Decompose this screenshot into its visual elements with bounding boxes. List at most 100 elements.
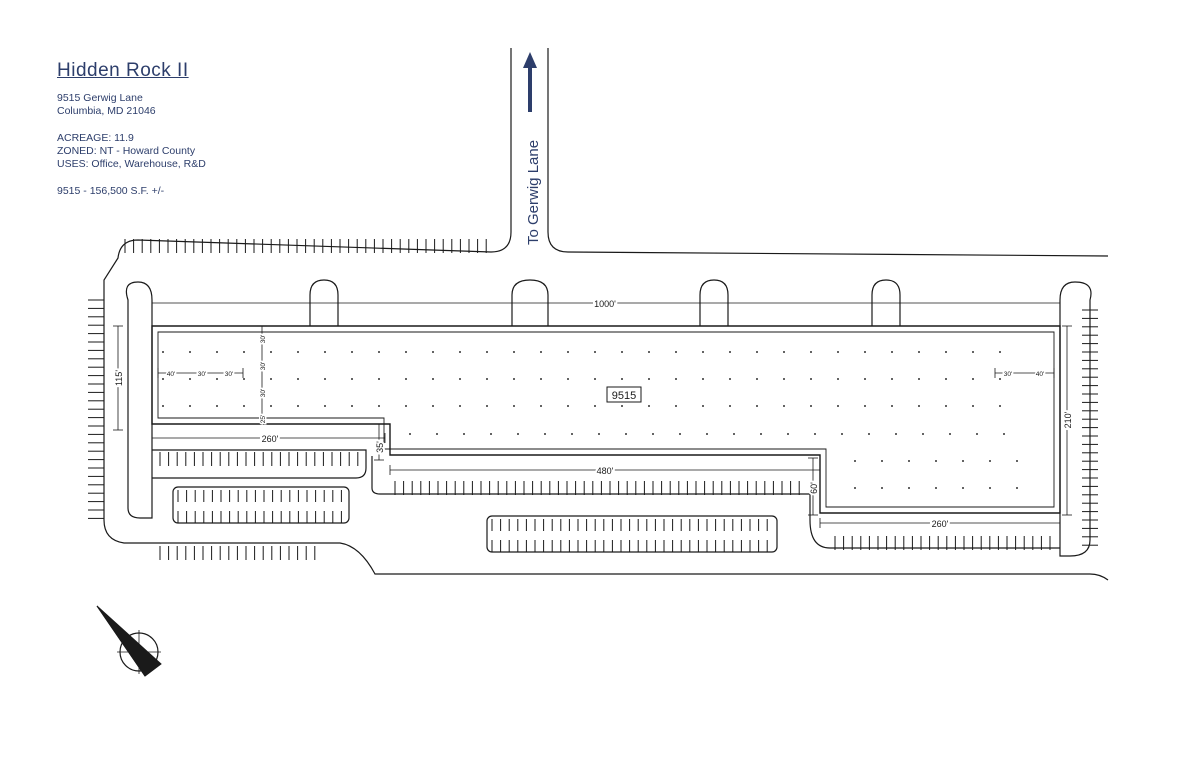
- column-dot: [189, 351, 191, 353]
- column-dot: [675, 405, 677, 407]
- bay-right-edge: 40': [1036, 371, 1044, 378]
- column-dot: [297, 378, 299, 380]
- column-dot: [837, 378, 839, 380]
- road-edge-right: [547, 48, 1109, 257]
- dim-lower-left-length: 260': [262, 434, 279, 444]
- column-dot: [648, 378, 650, 380]
- column-dot: [490, 433, 492, 435]
- column-dot: [540, 378, 542, 380]
- column-dot: [459, 351, 461, 353]
- column-dot: [945, 351, 947, 353]
- column-dot: [544, 433, 546, 435]
- loading-dock-1: [309, 279, 339, 326]
- building-label: 9515: [612, 390, 636, 402]
- bay-vert-2: 30': [260, 362, 267, 370]
- column-dot: [972, 351, 974, 353]
- parking-island-left: [172, 486, 350, 524]
- column-dot: [972, 405, 974, 407]
- column-dot: [378, 378, 380, 380]
- column-dot: [945, 405, 947, 407]
- dim-left-depth: 115': [114, 370, 124, 386]
- column-dot: [243, 405, 245, 407]
- bay-left-2: 30': [225, 371, 233, 378]
- column-dot: [463, 433, 465, 435]
- column-grid: [162, 351, 1018, 489]
- column-dot: [324, 378, 326, 380]
- column-dot: [756, 351, 758, 353]
- column-dot: [351, 405, 353, 407]
- column-dot: [598, 433, 600, 435]
- column-dot: [756, 378, 758, 380]
- column-dot: [621, 351, 623, 353]
- column-dot: [999, 351, 1001, 353]
- dim-right-depth: 210': [1063, 411, 1073, 428]
- building-label-box: [606, 386, 642, 403]
- parking-island-center: [486, 515, 778, 553]
- column-dot: [243, 378, 245, 380]
- column-dot: [432, 405, 434, 407]
- column-dot: [162, 405, 164, 407]
- column-dot: [216, 351, 218, 353]
- column-dot: [436, 433, 438, 435]
- column-dot: [733, 433, 735, 435]
- column-dot: [810, 405, 812, 407]
- column-dot: [513, 405, 515, 407]
- north-arrow-icon: [96, 605, 162, 677]
- column-dot: [594, 351, 596, 353]
- column-dot: [962, 460, 964, 462]
- bay-left-edge: 40': [167, 371, 175, 378]
- column-dot: [297, 405, 299, 407]
- column-dot: [868, 433, 870, 435]
- bay-right-1: 30': [1004, 371, 1012, 378]
- column-dot: [881, 460, 883, 462]
- column-dot: [243, 351, 245, 353]
- column-dot: [999, 378, 1001, 380]
- column-dot: [351, 351, 353, 353]
- column-dot: [270, 405, 272, 407]
- column-dot: [702, 378, 704, 380]
- address-line-1: 9515 Gerwig Lane: [57, 92, 143, 104]
- column-dot: [162, 378, 164, 380]
- column-dot: [351, 378, 353, 380]
- column-dot: [810, 378, 812, 380]
- column-dot: [854, 487, 856, 489]
- column-dot: [810, 351, 812, 353]
- column-dot: [652, 433, 654, 435]
- property-info: Hidden Rock II 9515 Gerwig Lane Columbia…: [57, 60, 206, 198]
- column-dot: [814, 433, 816, 435]
- column-dot: [729, 351, 731, 353]
- column-dot: [702, 405, 704, 407]
- column-dot: [486, 378, 488, 380]
- right-island: [1059, 281, 1092, 557]
- left-island: [125, 281, 153, 519]
- column-dot: [895, 433, 897, 435]
- column-dot: [432, 351, 434, 353]
- column-dot: [702, 351, 704, 353]
- column-dot: [864, 378, 866, 380]
- dimension-lines: [113, 298, 1072, 528]
- column-dot: [378, 405, 380, 407]
- column-dot: [540, 351, 542, 353]
- column-dot: [908, 487, 910, 489]
- column-dot: [405, 405, 407, 407]
- column-dot: [918, 405, 920, 407]
- column-dot: [216, 378, 218, 380]
- column-dot: [864, 405, 866, 407]
- column-dot: [270, 351, 272, 353]
- column-dot: [935, 460, 937, 462]
- column-dot: [594, 378, 596, 380]
- column-dot: [999, 405, 1001, 407]
- bay-vert-3: 30': [260, 389, 267, 397]
- column-dot: [625, 433, 627, 435]
- loading-dock-3: [699, 279, 729, 326]
- column-dot: [189, 378, 191, 380]
- property-title: Hidden Rock II: [57, 60, 189, 81]
- column-dot: [513, 351, 515, 353]
- column-dot: [935, 487, 937, 489]
- column-dot: [922, 433, 924, 435]
- bay-left-1: 30': [198, 371, 206, 378]
- loading-dock-2: [511, 279, 549, 326]
- site-linework: [103, 48, 1109, 581]
- column-dot: [787, 433, 789, 435]
